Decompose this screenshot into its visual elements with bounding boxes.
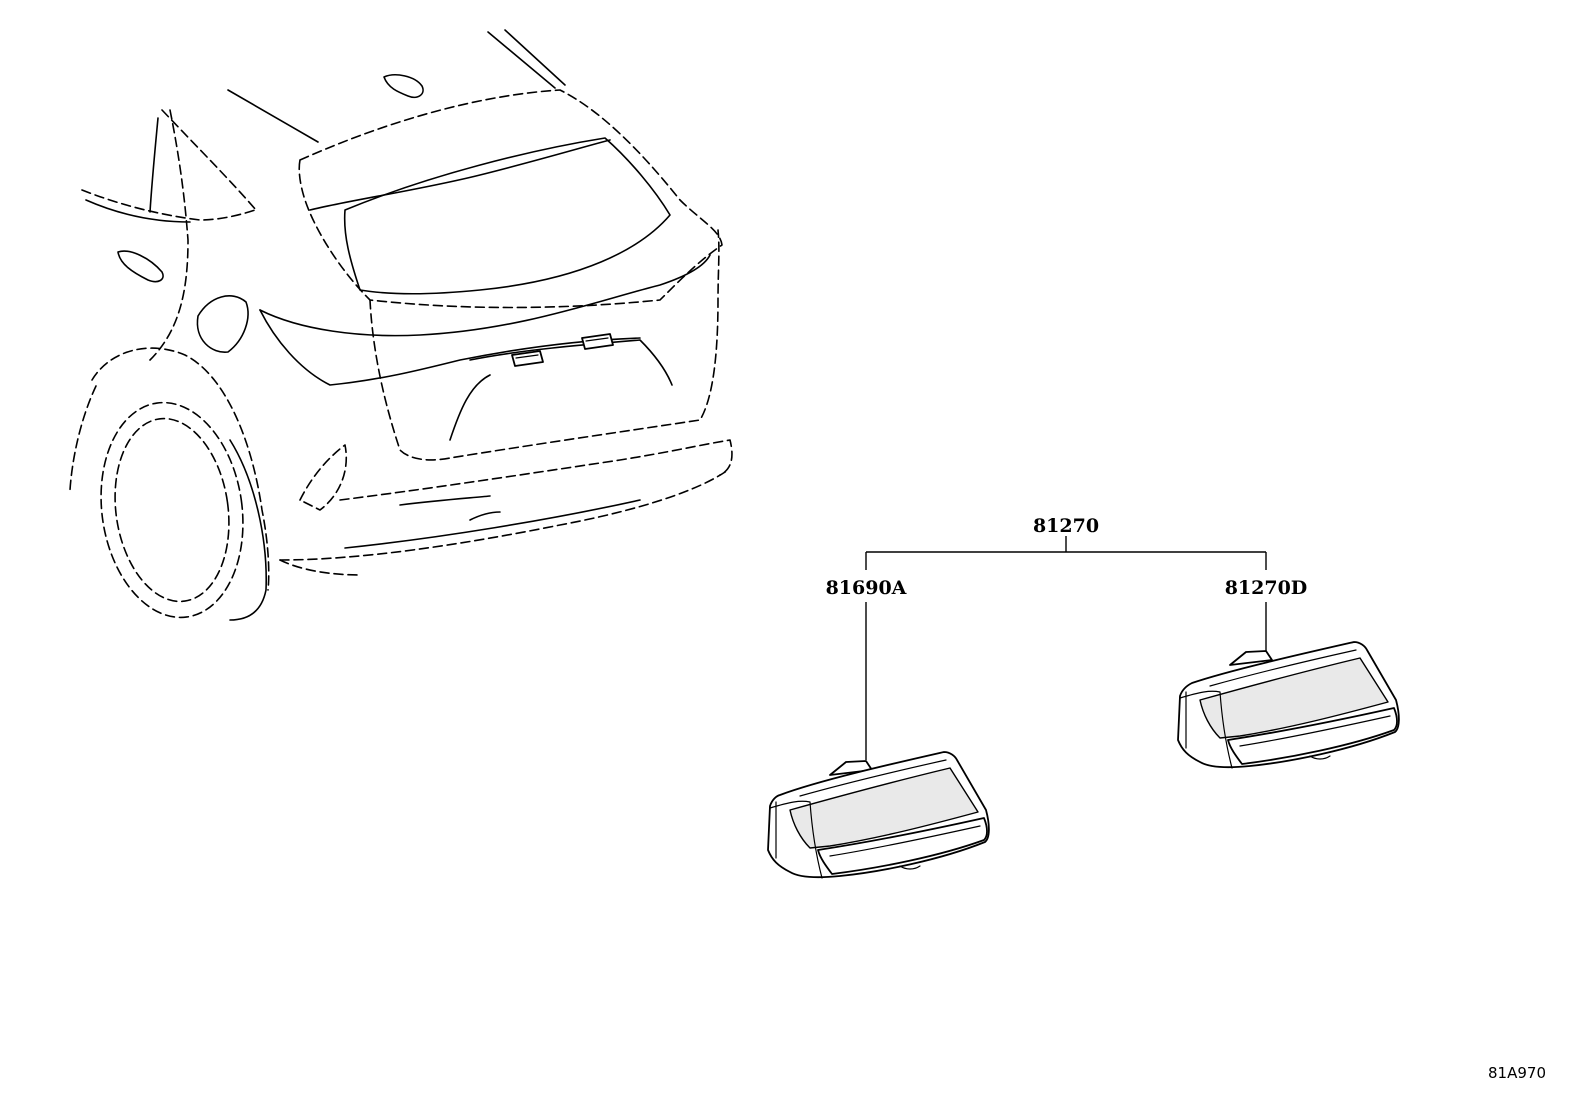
license-lamp-assembly-left[interactable] [767,751,990,879]
license-lamp-right-on-vehicle [581,333,614,350]
vehicle-rear-illustration [69,29,733,621]
part-number-parent[interactable]: 81270 [1033,515,1099,537]
license-lamp-left-on-vehicle [511,350,544,367]
license-lamp-assembly-right[interactable] [1177,641,1400,769]
illustration-code: 81A970 [1488,1064,1546,1082]
part-number-left-child[interactable]: 81690A [826,577,907,599]
part-number-right-child[interactable]: 81270D [1225,577,1308,599]
part-tree-leaders [865,536,1267,760]
